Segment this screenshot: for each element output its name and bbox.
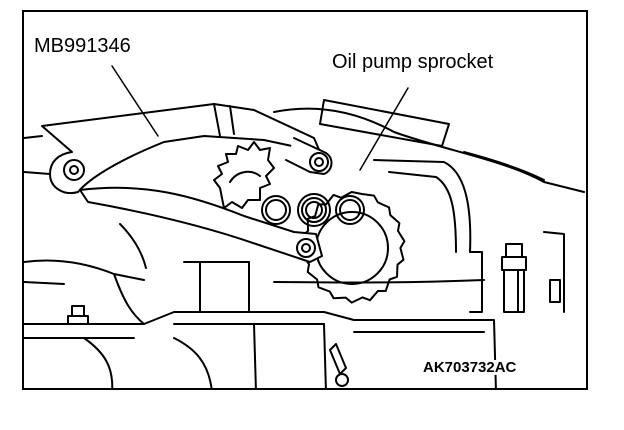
leader-lines (111, 65, 409, 171)
tool-number-label: MB991346 (32, 35, 133, 57)
drive-gear (213, 141, 275, 209)
special-tool (24, 103, 333, 263)
sprocket-hub-ring (315, 211, 389, 285)
figure-code: AK703732AC (421, 359, 519, 376)
shaft-washers (261, 193, 365, 227)
bolts (67, 231, 565, 387)
sprocket-label: Oil pump sprocket (330, 51, 496, 73)
illustration-frame (22, 10, 588, 390)
engine-block (24, 223, 497, 388)
sprocket-teeth (301, 191, 406, 304)
technical-drawing (24, 65, 585, 388)
